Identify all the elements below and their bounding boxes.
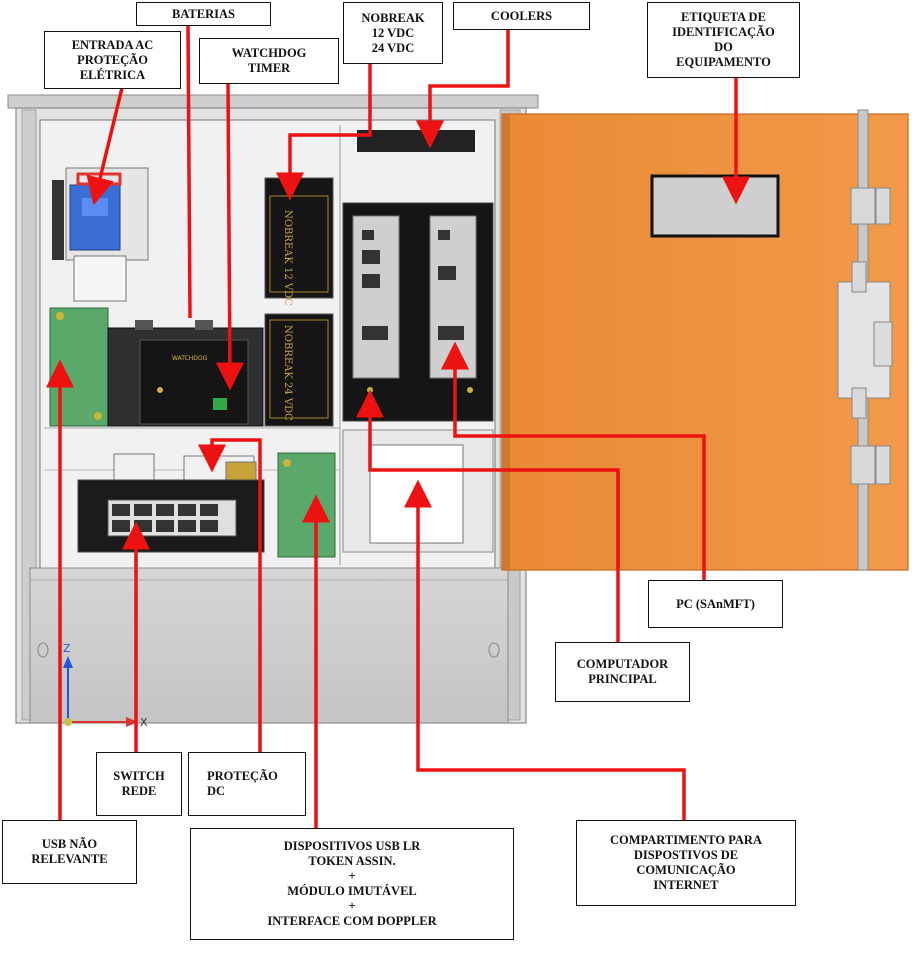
watchdog-board-label: WATCHDOG (172, 355, 208, 362)
label-usb-nao-relevante: USB NÃO RELEVANTE (2, 820, 137, 884)
arrow-watchdog (215, 81, 244, 391)
watchdog-board: WATCHDOG (139, 339, 249, 425)
callout-arrows (46, 23, 750, 828)
arrow-pc (441, 341, 706, 580)
label-coolers: COOLERS (453, 2, 590, 30)
arrow-coolers (416, 28, 510, 149)
label-entrada-ac: ENTRADA AC PROTEÇÃO ELÉTRICA (44, 31, 181, 89)
arrow-protecao (198, 438, 262, 752)
network-switch (77, 479, 265, 553)
label-pc-sanmft: PC (SAnMFT) (648, 580, 783, 628)
axis-z-label: Z (63, 642, 71, 655)
label-watchdog-timer: WATCHDOG TIMER (199, 38, 339, 84)
arrow-entrada-ac (86, 87, 124, 206)
ac-input-breaker (52, 167, 149, 302)
arrow-compartimento (404, 479, 686, 820)
label-dispositivos-usb: DISPOSITIVOS USB LR TOKEN ASSIN. + MÓDUL… (190, 828, 514, 940)
label-baterias: BATERIAS (136, 2, 271, 26)
pc-boards (342, 202, 494, 422)
label-computador-principal: COMPUTADOR PRINCIPAL (555, 642, 690, 702)
label-nobreak: NOBREAK 12 VDC 24 VDC (343, 2, 443, 64)
arrow-baterias (186, 23, 192, 319)
arrow-computador (356, 389, 620, 642)
axis-x-label: X (140, 716, 148, 729)
coolers-slot (357, 130, 475, 152)
nobreak-24vdc: NOBREAK 24 VDC (264, 313, 334, 427)
label-switch-rede: SWITCH REDE (96, 752, 182, 816)
nobreak-24-text: NOBREAK 24 VDC (282, 325, 293, 421)
arrow-nobreak (276, 64, 372, 201)
label-protecao-dc: PROTEÇÃO DC (188, 752, 306, 816)
nobreak-12vdc: NOBREAK 12 VDC (264, 177, 334, 306)
bulb-icon (37, 642, 500, 658)
usb-devices-board (277, 452, 336, 558)
label-compartimento: COMPARTIMENTO PARA DISPOSTIVOS DE COMUNI… (576, 820, 796, 906)
id-label-plate (650, 174, 780, 238)
label-etiqueta: ETIQUETA DE IDENTIFICAÇÃO DO EQUIPAMENTO (647, 2, 800, 78)
axis-indicator: Z X (63, 642, 148, 729)
nobreak-12-text: NOBREAK 12 VDC (282, 210, 293, 306)
